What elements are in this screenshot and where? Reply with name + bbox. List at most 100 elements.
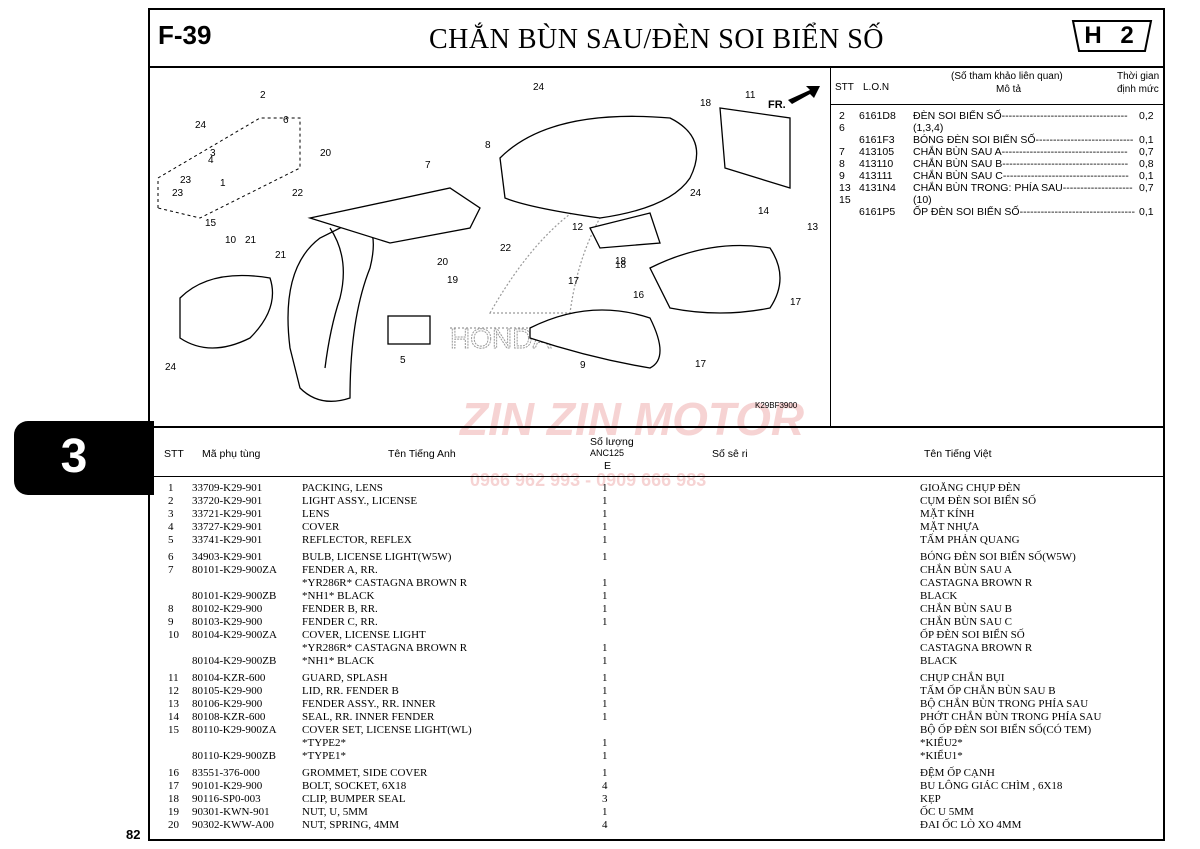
cell-vi: BỘ CHẮN BÙN TRONG PHÍA SAU bbox=[920, 698, 1089, 710]
cell-qty: 1 bbox=[602, 767, 608, 779]
callout-21: 21 bbox=[275, 250, 287, 261]
cell-en: *NH1* BLACK bbox=[302, 590, 375, 602]
lon-header-desc2: Mô tả bbox=[996, 84, 1022, 95]
cell-stt: 3 bbox=[168, 508, 174, 520]
cell-en: FENDER A, RR. bbox=[302, 564, 378, 576]
cell-qty: 1 bbox=[602, 616, 608, 628]
cell-qty: 1 bbox=[602, 655, 608, 667]
callout-18: 18 bbox=[615, 260, 627, 271]
cell-vi: ĐỆM ỐP CẠNH bbox=[920, 767, 995, 779]
cell-qty: 1 bbox=[602, 508, 608, 520]
lon-time: 0,7 bbox=[1139, 182, 1154, 194]
inner-fender-assy bbox=[649, 244, 781, 314]
table-row: *TYPE2*1*KIỂU2* bbox=[150, 737, 1163, 750]
cell-part: 80104-K29-900ZB bbox=[192, 655, 277, 667]
cell-part: 90101-K29-900 bbox=[192, 780, 263, 792]
lon-time: 0,7 bbox=[1139, 146, 1154, 158]
callout-21: 21 bbox=[245, 235, 257, 246]
cell-part: 80110-K29-900ZA bbox=[192, 724, 277, 736]
cell-en: *TYPE1* bbox=[302, 750, 346, 762]
callout-11: 11 bbox=[745, 90, 756, 101]
callout-17: 17 bbox=[790, 297, 802, 308]
cell-stt: 18 bbox=[168, 793, 179, 805]
cell-part: 33720-K29-901 bbox=[192, 495, 263, 507]
cell-qty: 1 bbox=[602, 698, 608, 710]
lon-time: 0,1 bbox=[1139, 134, 1154, 146]
lon-stt: 15 bbox=[839, 194, 851, 206]
cell-en: LIGHT ASSY., LICENSE bbox=[302, 495, 418, 507]
cell-vi: PHỚT CHẮN BÙN TRONG PHÍA SAU bbox=[920, 711, 1102, 723]
cell-part: 80104-KZR-600 bbox=[192, 672, 266, 684]
sheet-header: F-39 CHẮN BÙN SAU/ĐÈN SOI BIỂN SỐ H 2 bbox=[150, 10, 1163, 66]
cell-qty: 1 bbox=[602, 521, 608, 533]
cell-en: LID, RR. FENDER B bbox=[302, 685, 399, 697]
cell-vi: BỘ ỐP ĐÈN SOI BIỂN SỐ(CÓ TEM) bbox=[920, 724, 1092, 736]
cell-en: PACKING, LENS bbox=[302, 482, 383, 494]
col-vietnamese-name: Tên Tiếng Việt bbox=[924, 448, 992, 460]
badge-frame-icon bbox=[1071, 20, 1153, 52]
callout-15: 15 bbox=[205, 218, 217, 229]
cell-stt: 17 bbox=[168, 780, 179, 792]
callout-14: 14 bbox=[758, 206, 770, 217]
cell-qty: 1 bbox=[602, 711, 608, 723]
inner-fender-top bbox=[499, 115, 698, 219]
cell-vi: MẶT KÍNH bbox=[920, 508, 975, 520]
cell-stt: 14 bbox=[168, 711, 179, 723]
lon-lon: 4131N4 bbox=[859, 182, 896, 194]
cell-part: 90302-KWW-A00 bbox=[192, 819, 274, 831]
cell-en: FENDER B, RR. bbox=[302, 603, 378, 615]
cell-stt: 19 bbox=[168, 806, 179, 818]
lon-desc: CHẮN BÙN SAU C--------------------------… bbox=[913, 170, 1129, 182]
cell-qty: 1 bbox=[602, 577, 608, 589]
exploded-diagram: HONDA FR. bbox=[150, 66, 830, 426]
lon-lon: 6161D8 bbox=[859, 110, 896, 122]
callout-8: 8 bbox=[485, 140, 491, 151]
cell-qty: 1 bbox=[602, 737, 608, 749]
lon-stt: 8 bbox=[839, 158, 845, 170]
lon-lon: 413110 bbox=[859, 158, 894, 170]
parts-table: STT Mã phụ tùng Tên Tiếng Anh Số lượng A… bbox=[150, 426, 1163, 841]
section-tab: 3 bbox=[14, 421, 154, 495]
lon-lon: 413111 bbox=[859, 170, 893, 182]
lon-desc: CHẮN BÙN SAU A--------------------------… bbox=[913, 146, 1128, 158]
lon-stt: 9 bbox=[839, 170, 845, 182]
splash-guard bbox=[719, 107, 791, 189]
cell-part: 80106-K29-900 bbox=[192, 698, 263, 710]
lon-lon: 6161F3 bbox=[859, 134, 895, 146]
cell-qty: 1 bbox=[602, 672, 608, 684]
cell-qty: 1 bbox=[602, 534, 608, 546]
col-qty: Số lượng bbox=[590, 436, 634, 448]
cell-vi: CHẮN BÙN SAU A bbox=[920, 564, 1012, 576]
cell-stt: 15 bbox=[168, 724, 179, 736]
cell-vi: TẤM ỐP CHẮN BÙN SAU B bbox=[920, 685, 1056, 697]
col-qty-type: E bbox=[604, 460, 612, 472]
subassembly-box bbox=[157, 117, 301, 219]
cell-part: 80105-K29-900 bbox=[192, 685, 263, 697]
callout-18: 18 bbox=[615, 256, 627, 267]
callout-24: 24 bbox=[165, 362, 177, 373]
cell-part: 80110-K29-900ZB bbox=[192, 750, 276, 762]
cell-stt: 5 bbox=[168, 534, 174, 546]
cell-stt: 20 bbox=[168, 819, 179, 831]
page-number: 82 bbox=[126, 827, 141, 842]
cell-part: 80101-K29-900ZA bbox=[192, 564, 277, 576]
lon-desc: CHẮN BÙN TRONG: PHÍA SAU----------------… bbox=[913, 182, 1133, 194]
cell-en: NUT, SPRING, 4MM bbox=[302, 819, 399, 831]
cell-en: LENS bbox=[302, 508, 330, 520]
lon-desc: CHẮN BÙN SAU B--------------------------… bbox=[913, 158, 1129, 170]
front-label: FR. bbox=[768, 99, 786, 111]
cell-qty: 4 bbox=[602, 819, 608, 831]
cell-en: *TYPE2* bbox=[302, 737, 346, 749]
callout-4: 4 bbox=[208, 155, 214, 166]
cell-en: *YR286R* CASTAGNA BROWN R bbox=[302, 642, 468, 654]
cell-part: 33709-K29-901 bbox=[192, 482, 263, 494]
lon-time: 0,1 bbox=[1139, 206, 1154, 218]
